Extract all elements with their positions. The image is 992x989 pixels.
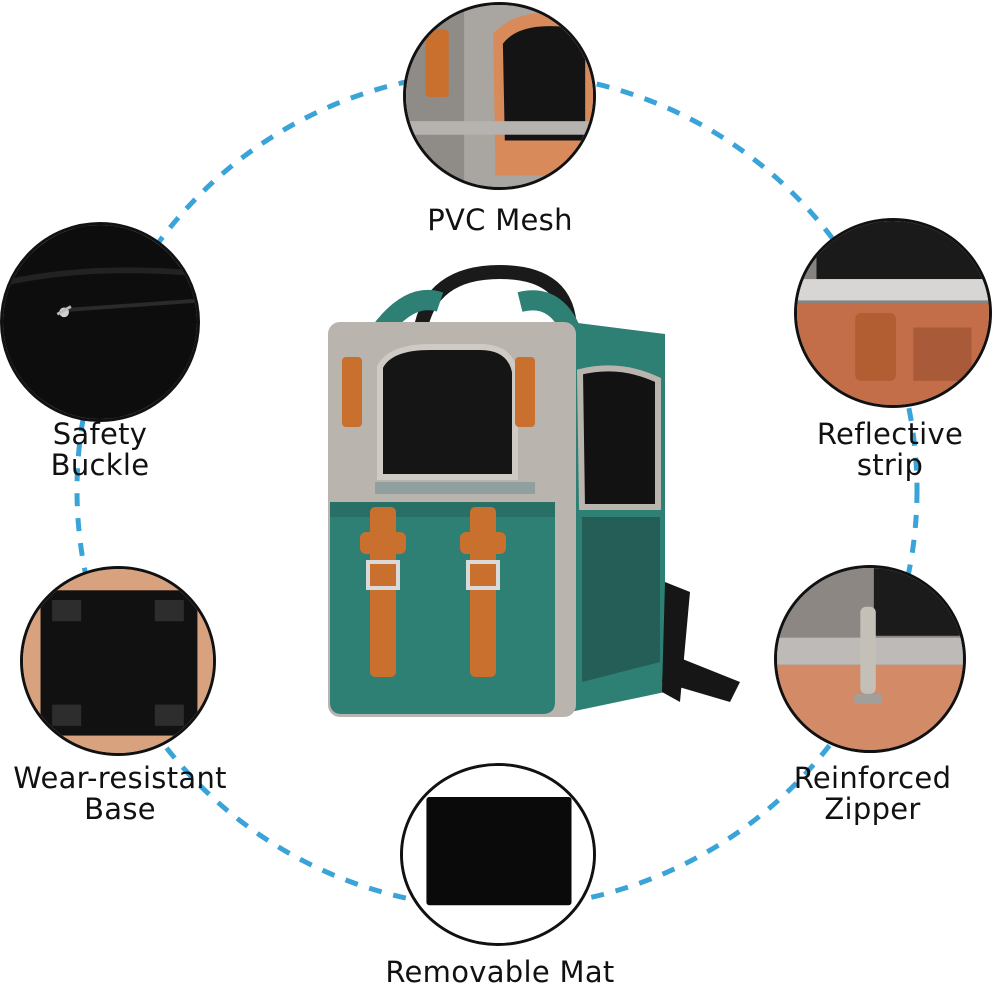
reflective-strip-label: Reflective strip xyxy=(816,417,964,482)
safety-buckle-label: Safety Buckle xyxy=(50,417,150,482)
reinforced-zipper-photo xyxy=(774,565,966,753)
pvc-mesh-photo xyxy=(403,2,596,190)
wear-resistant-base-photo xyxy=(20,566,216,756)
removable-mat-photo xyxy=(400,763,596,946)
reflective-strip-photo xyxy=(794,218,992,408)
pet-carrier-backpack xyxy=(328,264,740,717)
reinforced-zipper-label: Reinforced Zipper xyxy=(793,761,952,826)
removable-mat-label: Removable Mat xyxy=(385,955,615,989)
wear-resistant-base-label: Wear-resistant Base xyxy=(13,761,227,826)
safety-buckle-photo xyxy=(0,222,200,422)
pvc-mesh-label: PVC Mesh xyxy=(427,203,573,237)
